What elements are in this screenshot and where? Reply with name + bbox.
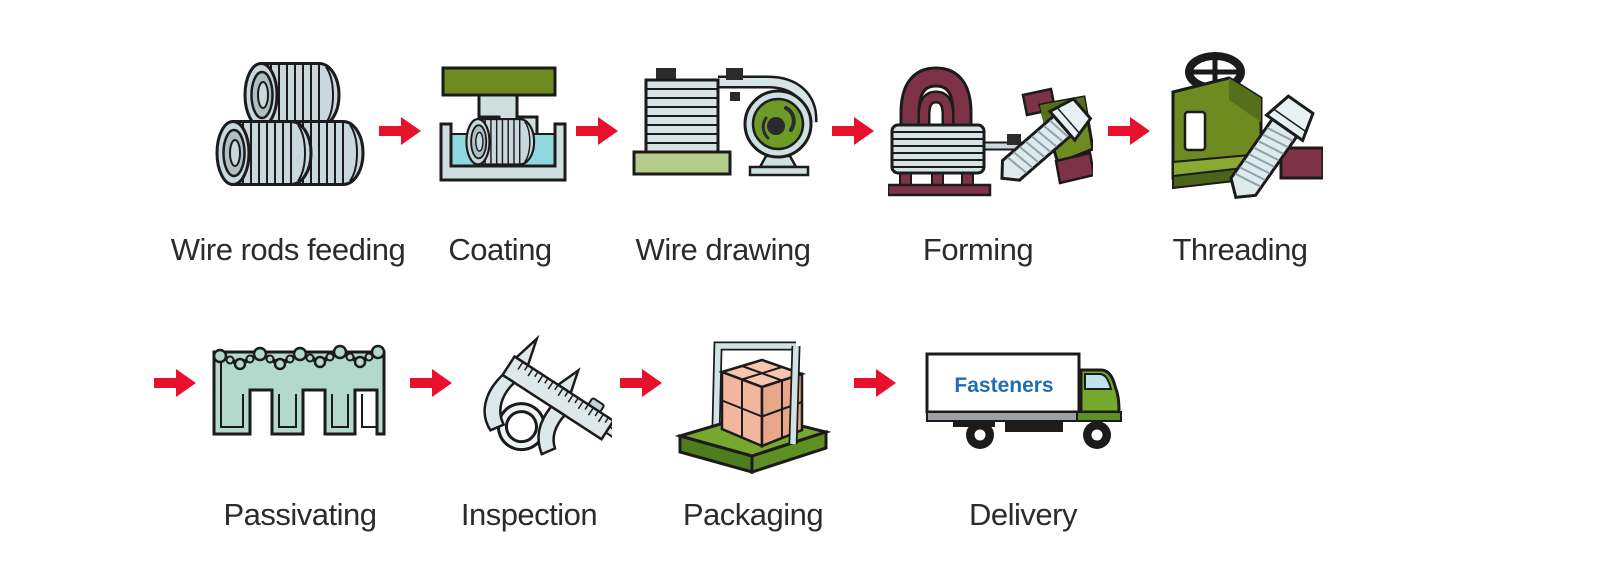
step-label-passivating: Passivating bbox=[223, 497, 377, 532]
forming-machine-icon bbox=[888, 66, 1093, 197]
flow-arrow-icon bbox=[854, 369, 896, 397]
truck-sign-text: Fasteners bbox=[954, 374, 1053, 397]
flow-arrow-icon bbox=[154, 369, 196, 397]
wire-drawing-machine-icon bbox=[632, 68, 818, 177]
flow-arrow-icon bbox=[832, 117, 874, 145]
flow-arrow-icon bbox=[620, 369, 662, 397]
step-label-wire-rods-feeding: Wire rods feeding bbox=[170, 232, 406, 267]
flow-arrow-icon bbox=[410, 369, 452, 397]
caliper-icon bbox=[483, 334, 612, 456]
flow-arrow-icon bbox=[379, 117, 421, 145]
step-label-delivery: Delivery bbox=[969, 497, 1077, 532]
step-label-inspection: Inspection bbox=[460, 497, 598, 532]
step-label-threading: Threading bbox=[1172, 232, 1308, 267]
delivery-truck-icon: Fasteners bbox=[925, 352, 1122, 449]
passivating-tanks-icon bbox=[212, 344, 386, 436]
step-label-wire-drawing: Wire drawing bbox=[635, 232, 811, 267]
step-label-forming: Forming bbox=[922, 232, 1034, 267]
coating-bath-icon bbox=[439, 66, 567, 182]
boxes-on-pallet-icon bbox=[674, 341, 832, 475]
flow-arrow-icon bbox=[1108, 117, 1150, 145]
step-label-coating: Coating bbox=[448, 232, 552, 267]
step-label-packaging: Packaging bbox=[682, 497, 824, 532]
wire-rod-coils-icon bbox=[215, 62, 365, 186]
flow-arrow-icon bbox=[576, 117, 618, 145]
threading-machine-icon bbox=[1171, 52, 1323, 199]
